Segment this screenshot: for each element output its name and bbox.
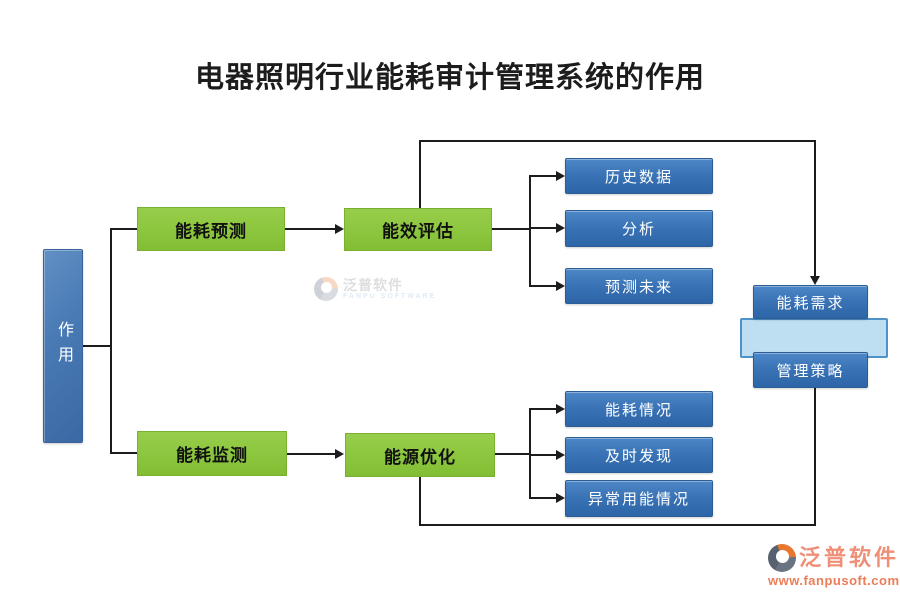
arrowhead-a1 [556, 171, 565, 181]
connector-a2 [529, 227, 557, 229]
connector-a1 [529, 175, 557, 177]
node-energy-status: 能耗情况 [565, 391, 713, 427]
connector-monitor-optimize [287, 453, 336, 455]
arrowhead-optimize [335, 449, 344, 459]
node-timely-detection: 及时发现 [565, 437, 713, 473]
center-watermark: 泛普软件 FANPU SOFTWARE [314, 277, 436, 301]
watermark-subtitle: FANPU SOFTWARE [343, 293, 437, 300]
connector-branchB [529, 408, 531, 499]
connector-rail-up [814, 388, 816, 526]
node-energy-forecast: 能耗预测 [137, 207, 285, 251]
node-energy-monitoring: 能耗监测 [137, 431, 287, 476]
node-role: 作用 [43, 249, 83, 443]
connector-bottom-rail [419, 524, 816, 526]
connector-branch-bottom [110, 452, 138, 454]
fanpu-logo-icon [314, 277, 338, 301]
footer-logo: 泛普软件 www.fanpusoft.com [768, 544, 900, 588]
connector-eval-up [419, 140, 421, 208]
connector-optimize-down [419, 477, 421, 526]
arrowhead-b3 [556, 493, 565, 503]
node-analysis: 分析 [565, 210, 713, 247]
arrowhead-eval [335, 224, 344, 234]
node-energy-optimization: 能源优化 [345, 433, 495, 477]
fanpu-logo-icon [768, 544, 796, 572]
watermark-brand: 泛普软件 [343, 277, 403, 293]
connector-branchA [529, 175, 531, 287]
arrowhead-b2 [556, 450, 565, 460]
connector-b1 [529, 408, 557, 410]
arrowhead-b1 [556, 404, 565, 414]
connector-optimize-out [495, 453, 530, 455]
connector-branch-top [110, 228, 138, 230]
node-predict-future: 预测未来 [565, 268, 713, 304]
node-management-strategy: 管理策略 [753, 352, 868, 388]
arrowhead-a3 [556, 281, 565, 291]
node-energy-demand: 能耗需求 [753, 285, 868, 319]
node-abnormal-energy-use: 异常用能情况 [565, 480, 713, 517]
connector-forecast-eval [285, 228, 336, 230]
arrowhead-demand [810, 276, 820, 285]
diagram-title: 电器照明行业能耗审计管理系统的作用 [194, 62, 705, 94]
node-historical-data: 历史数据 [565, 158, 713, 194]
connector-a3 [529, 285, 557, 287]
connector-root-out [83, 345, 111, 347]
node-efficiency-evaluation: 能效评估 [344, 208, 492, 251]
connector-b2 [529, 454, 557, 456]
connector-rail-down [814, 140, 816, 277]
footer-url: www.fanpusoft.com [768, 573, 900, 588]
node-role-label: 作用 [55, 321, 72, 371]
arrowhead-a2 [556, 223, 565, 233]
connector-b3 [529, 497, 557, 499]
connector-branch-trunk [110, 228, 112, 454]
footer-brand: 泛普软件 [799, 545, 900, 570]
connector-top-rail [419, 140, 816, 142]
connector-eval-out [492, 228, 530, 230]
